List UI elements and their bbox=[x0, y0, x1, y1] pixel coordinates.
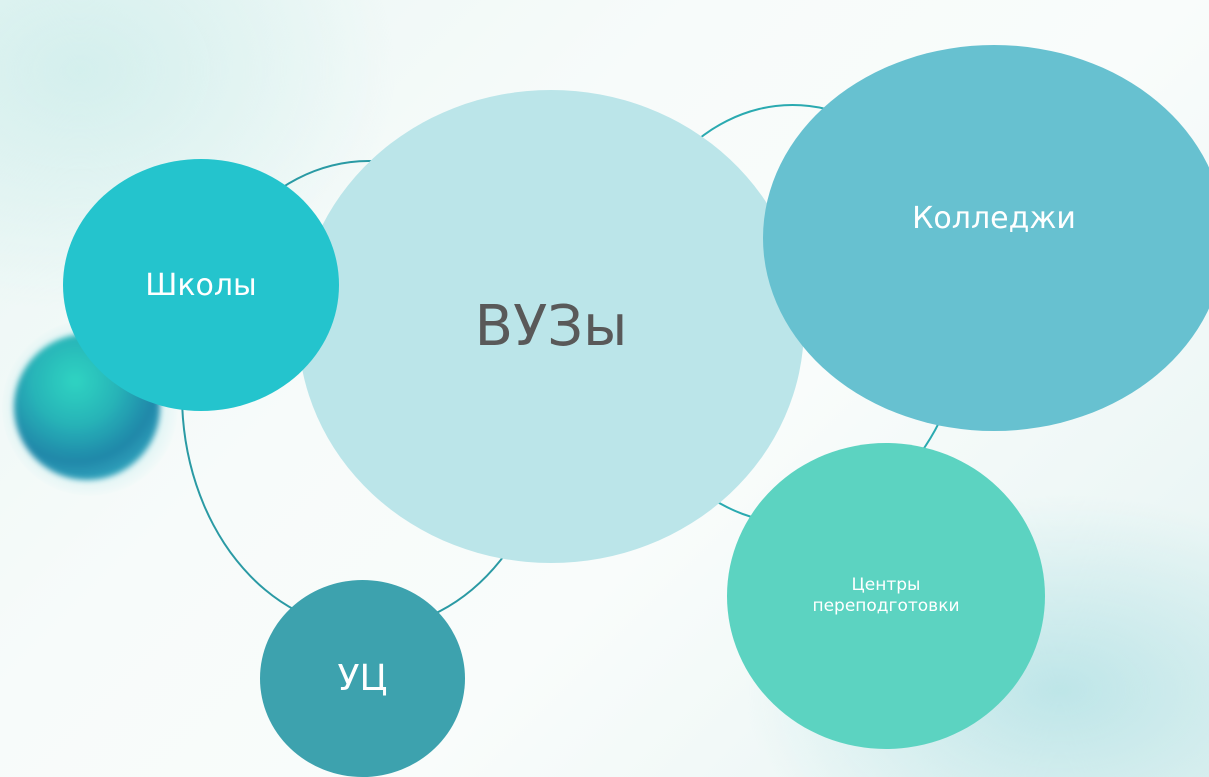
node-centers-label: Центры переподготовки bbox=[812, 575, 960, 616]
node-centers: Центры переподготовки bbox=[727, 443, 1045, 749]
node-colleges: Колледжи bbox=[763, 45, 1209, 431]
node-colleges-label: Колледжи bbox=[912, 201, 1076, 236]
node-vuz-label: ВУЗы bbox=[474, 294, 628, 359]
node-schools: Школы bbox=[63, 159, 339, 411]
node-schools-label: Школы bbox=[145, 267, 257, 303]
node-vuz: ВУЗы bbox=[298, 90, 804, 563]
node-uc: УЦ bbox=[260, 580, 465, 777]
node-uc-label: УЦ bbox=[337, 658, 388, 699]
